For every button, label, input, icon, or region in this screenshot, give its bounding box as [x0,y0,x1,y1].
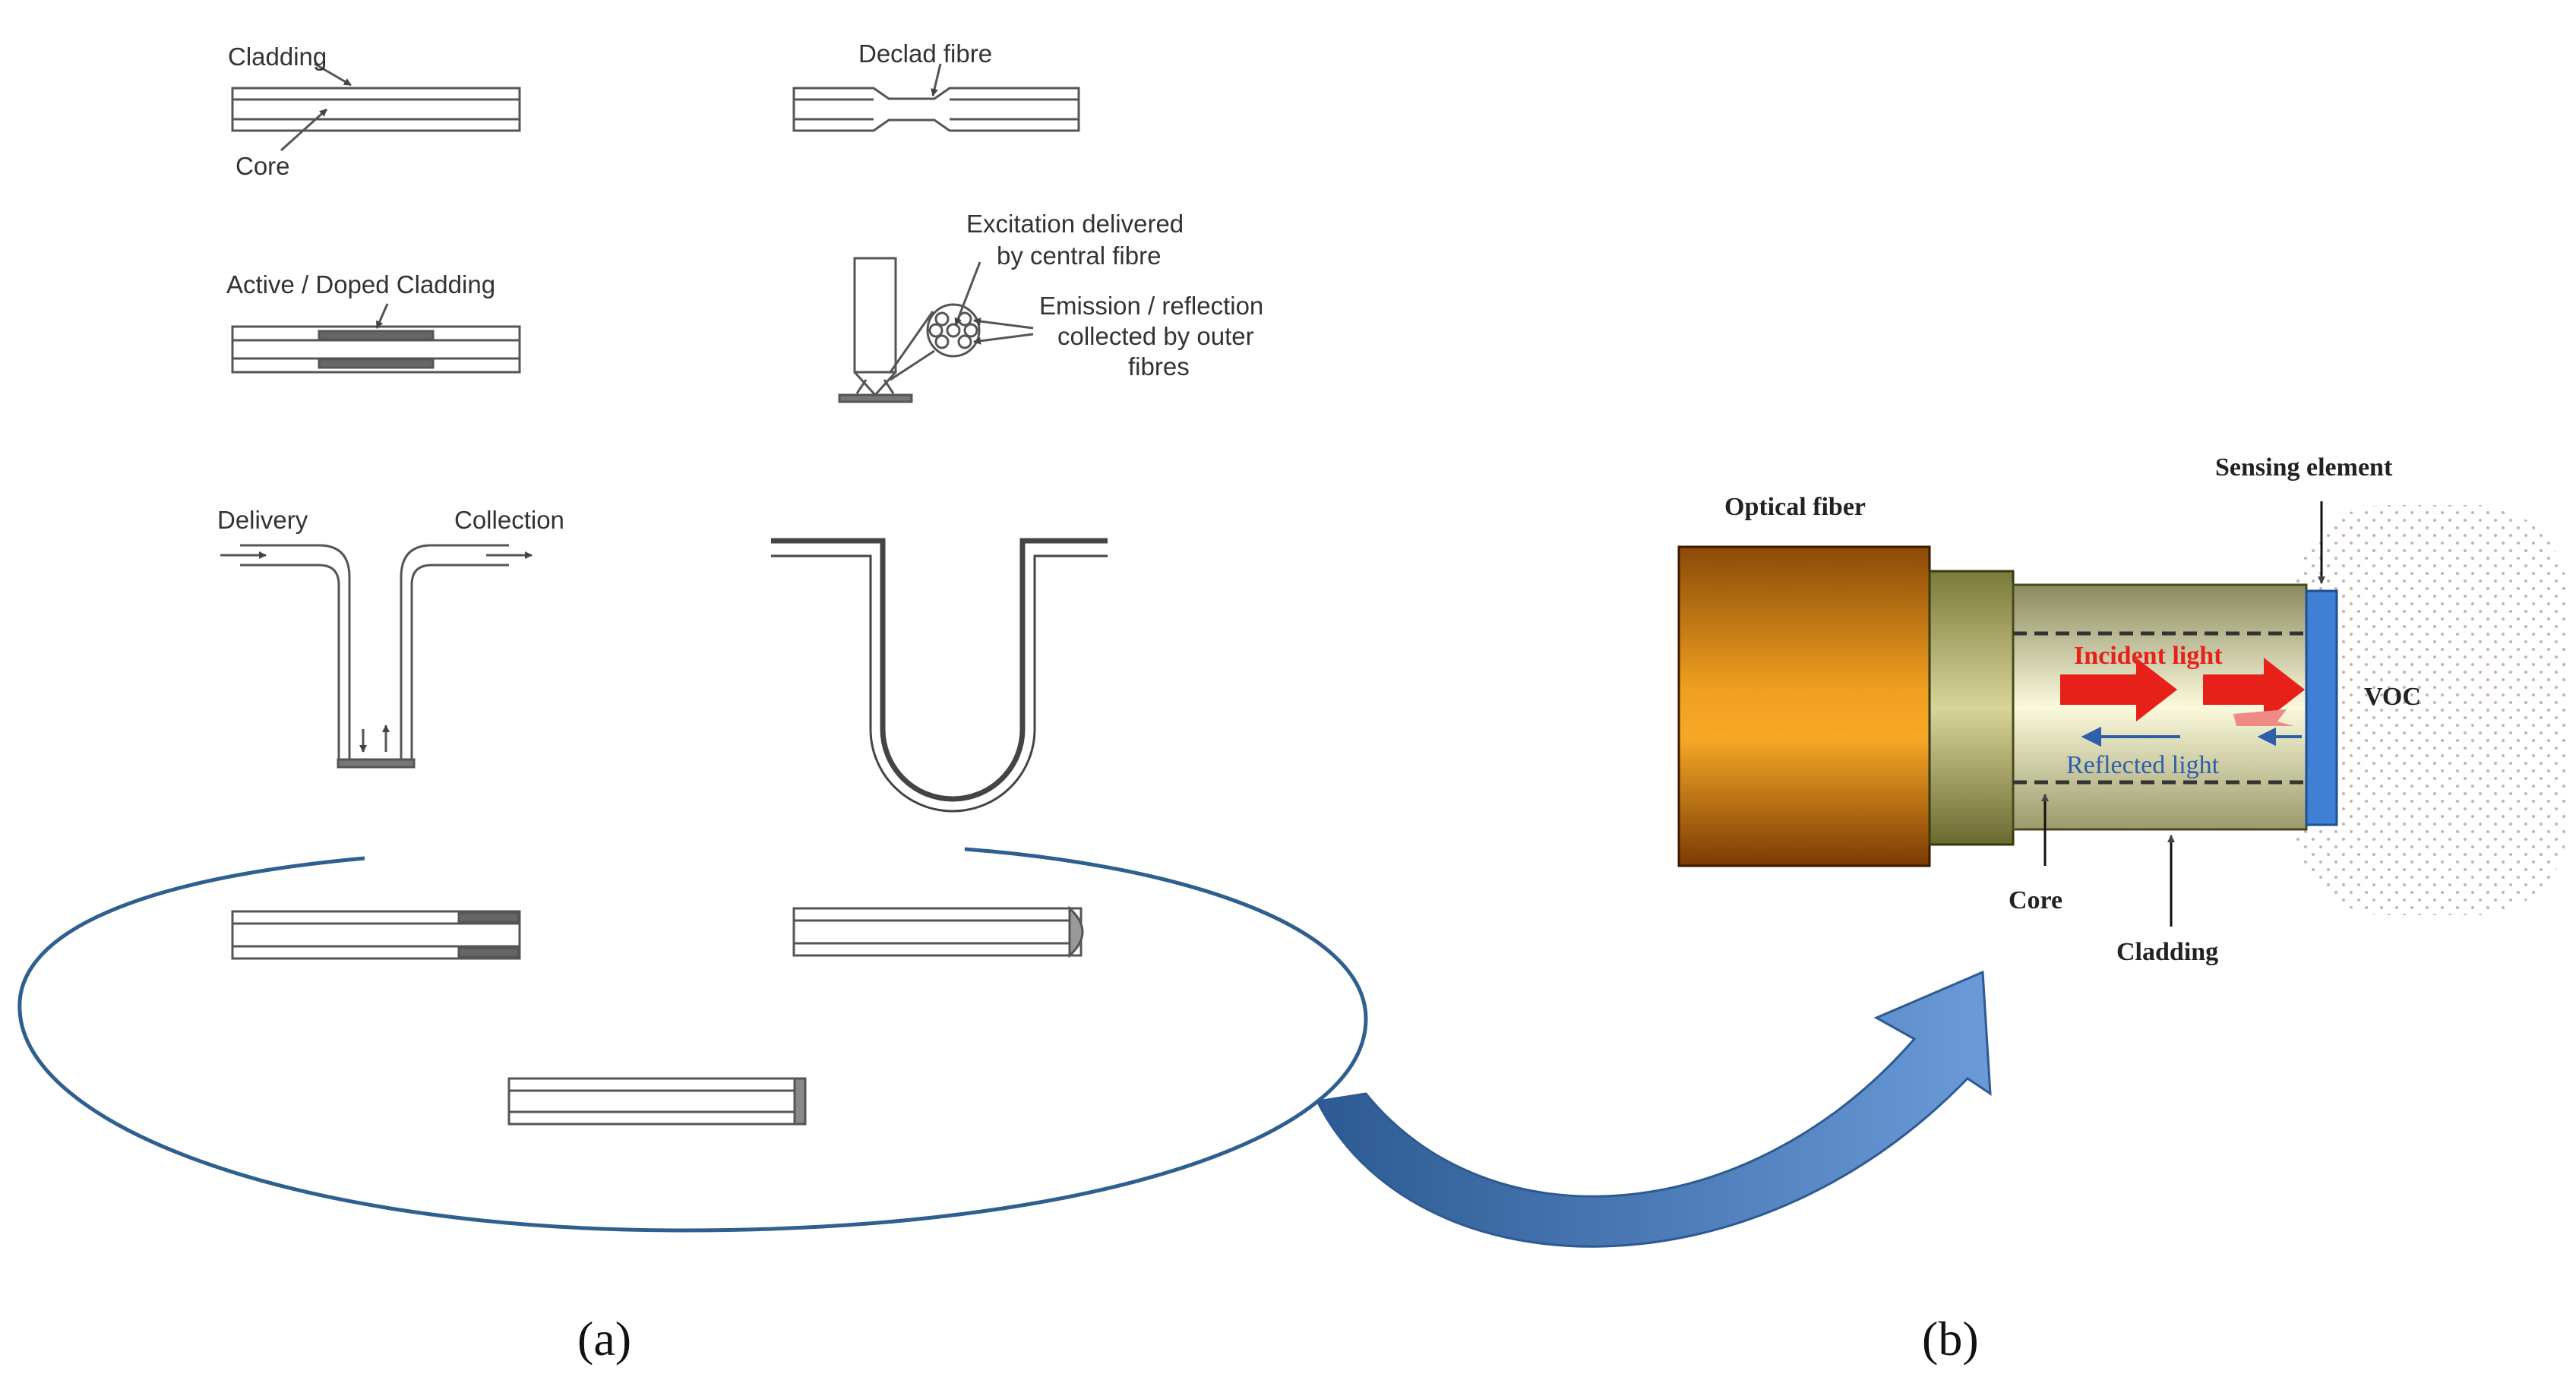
declad-fibre-label: Declad fibre [858,39,992,68]
fiber-jacket [1677,545,1931,867]
reflected-light-label: Reflected light [2066,751,2220,779]
grouping-ellipse [17,847,1368,1233]
cladding-label-b: Cladding [2116,938,2218,966]
doped-cladding-diagram [231,303,521,374]
bundle-probe-diagram [838,257,1034,403]
cladding-label: Cladding [228,43,327,71]
voc-region [2294,505,2568,915]
y-coupler-diagram [220,544,533,769]
excitation-label-line2: by central fibre [997,242,1161,270]
reflection-wisp [2233,709,2294,726]
u-bent-fibre-diagram [771,538,1108,813]
emission-label-line2: collected by outer [1057,322,1254,350]
collection-label: Collection [454,506,564,534]
active-doped-cladding-label: Active / Doped Cladding [226,270,495,298]
sensing-element-label: Sensing element [2215,453,2393,482]
tip-configurations-group [17,847,1368,1233]
subfigure-label-b: (b) [1922,1312,1979,1366]
delivery-label: Delivery [217,506,308,534]
declad-fibre-diagram [792,63,1080,132]
subfigure-label-a: (a) [577,1312,631,1366]
reflected-arrows [2081,726,2302,747]
incident-light-label: Incident light [2074,642,2223,670]
sensing-element-layer [2305,589,2338,826]
emission-label-line3: fibres [1128,352,1190,381]
excitation-label-line1: Excitation delivered [966,210,1184,238]
optical-fiber-label: Optical fiber [1724,493,1866,521]
incident-arrow-1 [2060,658,2177,722]
plain-fibre-diagram [231,62,521,152]
emission-label-line1: Emission / reflection [1039,292,1263,320]
panel-a: Cladding Core Declad fibre Active / Dope… [17,39,1368,1366]
fiber-ring [1928,570,2015,846]
incident-arrow-2 [2203,658,2305,722]
fiber-cladding-body [2012,583,2308,831]
core-label-b: Core [2009,886,2062,914]
core-label: Core [235,152,290,180]
panel-b: Optical fiber Sensing element Incident l… [1677,453,2568,1366]
voc-label: VOC [2364,683,2421,711]
connector-arrow [1315,970,1992,1248]
